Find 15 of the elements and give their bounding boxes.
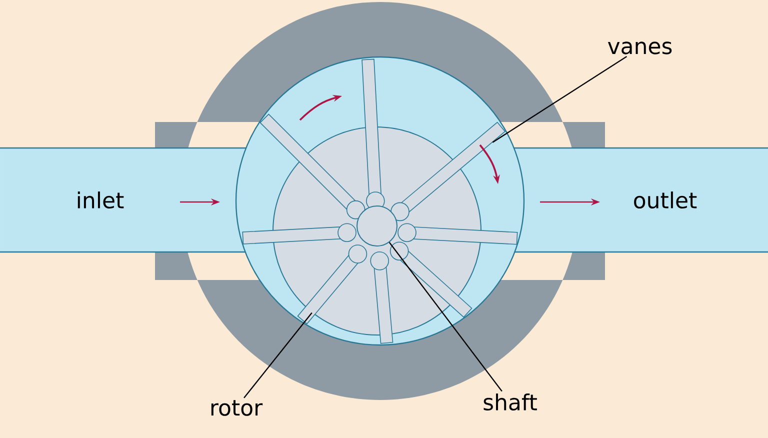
part-label: vanes <box>608 42 672 54</box>
vane <box>398 223 518 245</box>
leader-line <box>492 56 628 143</box>
flow-label: outlet <box>634 191 697 208</box>
vane <box>297 244 368 324</box>
vane <box>370 251 394 344</box>
part-label: rotor <box>211 400 263 416</box>
vane <box>242 223 356 244</box>
vane <box>390 242 472 318</box>
part-label: shaft <box>484 393 537 410</box>
flow-label: inlet <box>78 191 124 208</box>
leader-line <box>244 312 312 398</box>
vane <box>260 114 366 220</box>
shaft <box>356 206 398 246</box>
leader-line <box>388 242 502 392</box>
